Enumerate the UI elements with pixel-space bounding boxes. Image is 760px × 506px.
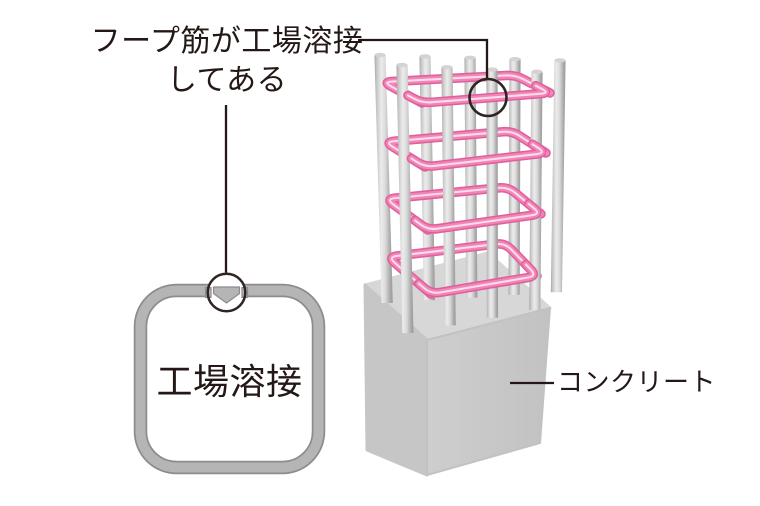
weld-detail-label: 工場溶接 <box>156 361 303 402</box>
hoop-ties-front <box>403 80 551 298</box>
weld-point-arrow-icon <box>212 286 241 304</box>
weld-detail-callout <box>133 272 326 475</box>
caption-line-1: フープ筋が工場溶接 <box>90 25 364 58</box>
weld-point-circle-icon <box>206 272 247 313</box>
hoop-weld-circle-icon <box>468 77 508 118</box>
caption-line-2: してある <box>166 64 288 97</box>
rebar-rods-front-row <box>396 62 543 333</box>
rebar-rods-back-row <box>374 52 566 303</box>
hoop-weld-caption: フープ筋が工場溶接 してある <box>60 22 394 100</box>
weld-annotation <box>224 38 554 385</box>
concrete-label: コンクリート <box>557 367 717 397</box>
